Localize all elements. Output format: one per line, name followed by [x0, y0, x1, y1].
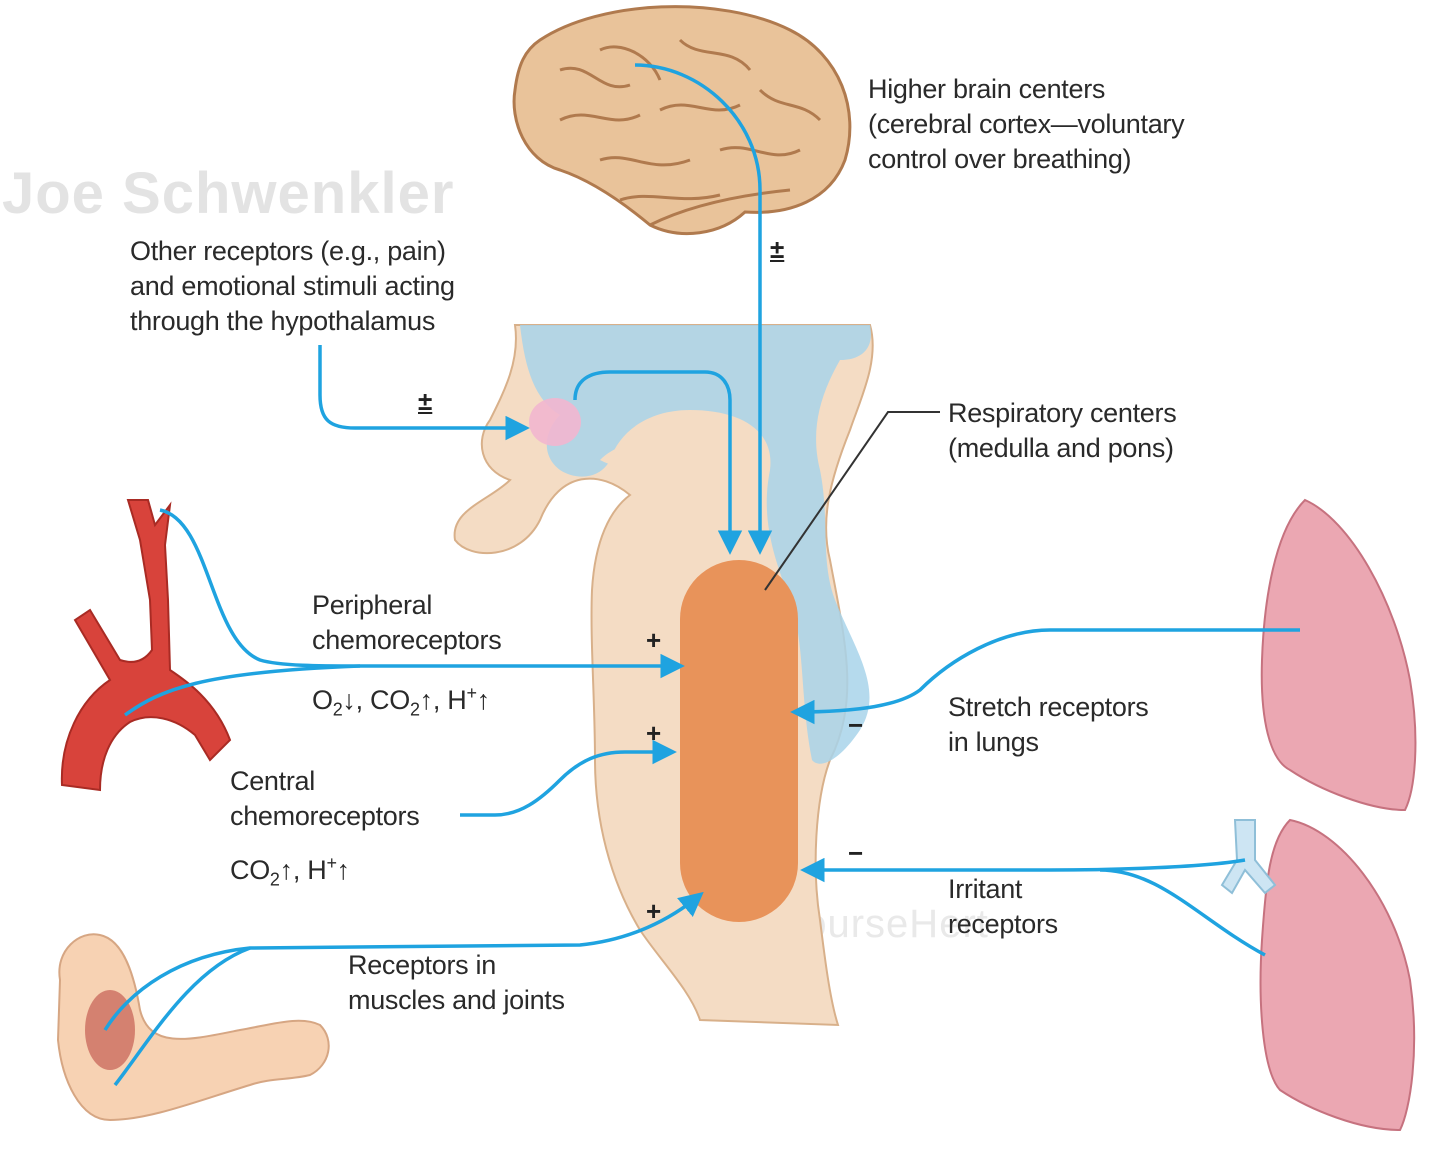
stretch-receptors-label: Stretch receptors in lungs [948, 692, 1149, 757]
central-chemoreceptors-label: Central chemoreceptors [230, 766, 420, 831]
brain-illustration [512, 5, 852, 236]
irritant-receptors-label: Irritant receptors [948, 874, 1058, 939]
hypothalamus-output-pathway [573, 370, 743, 555]
higher-brain-label: Higher brain centers (cerebral cortex—vo… [868, 74, 1185, 174]
stretch-sign: − [848, 710, 864, 740]
other-receptors-label: Other receptors (e.g., pain) and emotion… [130, 236, 455, 336]
brain-sign: ± [770, 234, 785, 264]
brain-pathway [634, 63, 773, 555]
hypothalamus-input-pathway [318, 345, 530, 441]
author-watermark: Joe Schwenkler [2, 161, 455, 226]
hypothalamus-sign: ± [418, 386, 433, 416]
irritant-branch [1099, 868, 1266, 957]
hypothalamus-shape [529, 398, 581, 446]
lungs-illustration [1220, 498, 1417, 1132]
irritant-sign: − [848, 838, 864, 868]
peripheral-stimuli-label: O2↓, CO2↑, H+↑ [312, 683, 490, 720]
central-sign: + [646, 718, 662, 748]
muscles-sign: + [646, 896, 662, 926]
peripheral-chemoreceptors-label: Peripheral chemoreceptors [312, 590, 502, 655]
aortic-pathway [123, 664, 361, 717]
artery-illustration [60, 499, 232, 792]
irritant-pathway [800, 857, 1246, 883]
central-stimuli-label: CO2↑, H+↑ [230, 853, 350, 890]
stretch-pathway [790, 628, 1300, 725]
peripheral-sign: + [646, 625, 662, 655]
central-pathway [460, 739, 677, 817]
muscle-receptors-label: Receptors in muscles and joints [348, 950, 565, 1015]
joint-pathway [113, 946, 251, 1087]
respiratory-leader-line [764, 411, 940, 591]
nerve-pathways [103, 63, 1300, 1087]
respiratory-centers-label: Respiratory centers (medulla and pons) [948, 398, 1177, 463]
respiratory-center-shape [680, 560, 798, 922]
